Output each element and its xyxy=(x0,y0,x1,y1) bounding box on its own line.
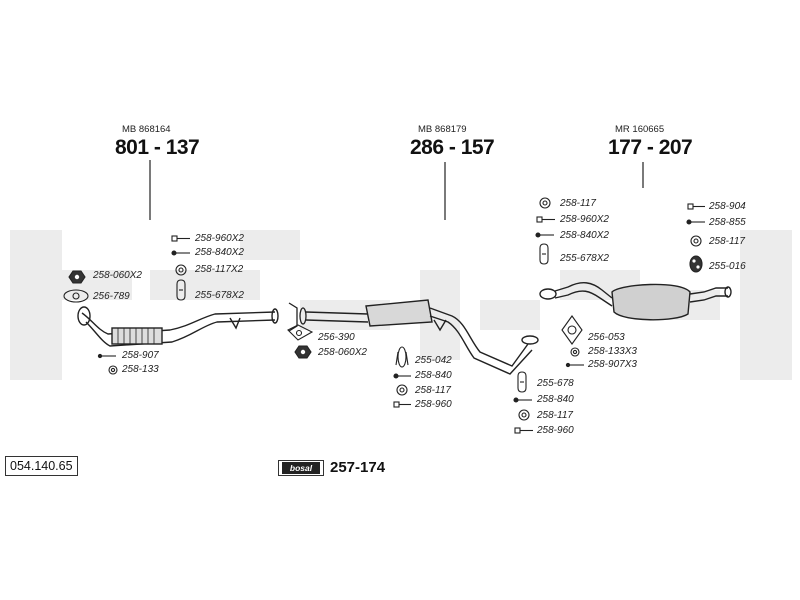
hanger-icon xyxy=(395,346,409,368)
accessory-label: 258-133X3 xyxy=(588,346,637,357)
clamp-icon xyxy=(176,279,186,301)
oem-ref-front: MB 868164 xyxy=(122,124,171,135)
washer-icon xyxy=(539,197,551,209)
accessory-label: 258-840X2 xyxy=(560,230,609,241)
accessory-label: 258-133 xyxy=(122,364,159,375)
rear-section xyxy=(539,282,732,321)
washer-icon xyxy=(690,235,702,247)
accessory-label: 258-904 xyxy=(709,201,746,212)
accessory-label: 258-960X2 xyxy=(560,214,609,225)
accessory-label: 256-390 xyxy=(318,332,355,343)
accessory-label: 258-855 xyxy=(709,217,746,228)
accessory-label: 258-960X2 xyxy=(195,233,244,244)
flex-joint xyxy=(111,327,163,345)
rubber-hanger-icon xyxy=(689,255,703,273)
washer-icon xyxy=(175,264,187,276)
spring-washer-icon xyxy=(570,347,580,357)
spring-washer-icon xyxy=(108,365,118,375)
gasket-icon xyxy=(287,324,314,341)
accessory-label: 258-117 xyxy=(537,410,573,421)
part-number-rear: 177 - 207 xyxy=(608,136,693,159)
accessory-icons xyxy=(63,197,705,434)
brand-badge-text: bosal xyxy=(282,462,320,474)
screw-icon xyxy=(686,219,705,225)
joint-flange xyxy=(288,302,307,332)
flex-joint-ribs xyxy=(117,328,155,344)
stud-icon xyxy=(97,353,116,359)
accessory-label: 258-840 xyxy=(537,394,574,405)
reference-number: 054.140.65 xyxy=(5,456,78,476)
accessory-label: 258-840X2 xyxy=(195,247,244,258)
center-part-number: 257-174 xyxy=(330,459,386,476)
accessory-label: 258-117 xyxy=(709,236,745,247)
flange-gasket-icon xyxy=(561,315,583,345)
rear-muffler xyxy=(611,283,691,321)
accessory-label: 256-053 xyxy=(588,332,625,343)
oem-ref-rear: MR 160665 xyxy=(615,124,665,135)
washer-icon xyxy=(396,384,408,396)
accessory-label: 258-117 xyxy=(415,385,451,396)
accessory-label: 258-060X2 xyxy=(318,347,367,358)
tailpipe-end xyxy=(724,286,732,298)
clamp-icon xyxy=(539,243,549,265)
gasket-icon xyxy=(63,289,89,303)
front-flange xyxy=(77,306,91,326)
bolt-icon xyxy=(514,427,533,434)
front-hanger xyxy=(229,317,241,330)
screw-icon xyxy=(535,232,554,238)
accessory-label: 255-678 xyxy=(537,378,574,389)
front-pipe-upper-edge xyxy=(81,311,276,335)
rear-start-flange xyxy=(539,288,557,300)
accessory-label: 255-678X2 xyxy=(195,290,244,301)
brand-badge: bosal xyxy=(278,460,324,476)
accessory-label: 258-960 xyxy=(415,399,452,410)
accessory-label: 255-042 xyxy=(415,355,452,366)
accessory-label: 258-907X3 xyxy=(588,359,637,370)
front-pipe-lower-edge xyxy=(85,319,276,347)
part-number-center: 286 - 157 xyxy=(410,136,495,159)
leader-lines xyxy=(149,160,644,220)
resonator xyxy=(365,299,433,327)
center-pipe xyxy=(305,299,539,375)
bolt-icon xyxy=(171,235,190,242)
accessory-label: 258-060X2 xyxy=(93,270,142,281)
screw-icon xyxy=(171,250,190,256)
screw-icon xyxy=(513,397,532,403)
center-end-flange xyxy=(521,335,539,345)
bolt-icon xyxy=(536,216,555,223)
accessory-label: 255-678X2 xyxy=(560,253,609,264)
clamp-icon xyxy=(517,371,527,393)
screw-icon xyxy=(393,373,411,379)
accessory-label: 255-016 xyxy=(709,261,746,272)
center-hanger xyxy=(433,319,447,332)
front-pipe xyxy=(77,306,279,347)
stud-icon xyxy=(565,362,584,368)
accessory-label: 258-907 xyxy=(122,350,159,361)
accessory-label: 258-117 xyxy=(560,198,596,209)
washer-icon xyxy=(518,409,530,421)
bolt-icon xyxy=(687,203,705,210)
accessory-label: 258-840 xyxy=(415,370,452,381)
accessory-label: 258-117X2 xyxy=(195,264,244,275)
oem-ref-center: MB 868179 xyxy=(418,124,467,135)
bolt-icon xyxy=(393,401,411,408)
part-number-front: 801 - 137 xyxy=(115,136,200,159)
accessory-label: 256-789 xyxy=(93,291,130,302)
front-end-flange xyxy=(271,308,279,324)
accessory-label: 258-960 xyxy=(537,425,574,436)
